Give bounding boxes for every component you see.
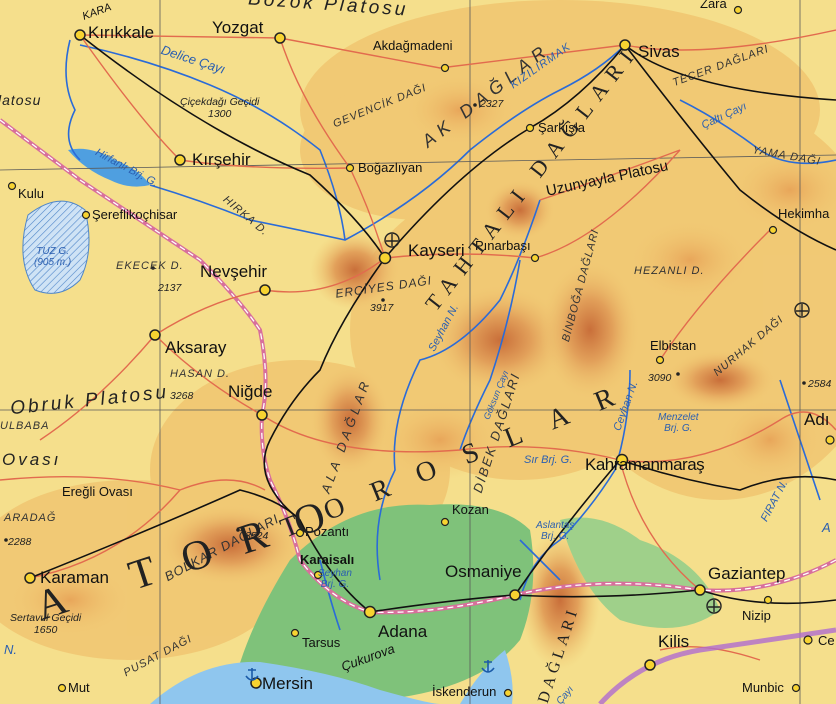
label-peak-2327: 2327	[480, 98, 504, 110]
city-iskenderun[interactable]: İskenderun	[432, 684, 497, 699]
iskenderun-gulf	[460, 650, 513, 704]
city-yozgat[interactable]: Yozgat	[212, 18, 264, 37]
city-kilis[interactable]: Kilis	[658, 632, 690, 651]
label-ekecek-height: 2137	[158, 282, 182, 294]
city-mut[interactable]: Mut	[68, 680, 90, 695]
city-kirikkale[interactable]: Kırıkkale	[88, 23, 155, 42]
lowland-east	[560, 517, 720, 628]
city-bogazliyan[interactable]: Boğazlıyan	[358, 160, 423, 175]
label-erciyes-height: 3917	[370, 302, 394, 314]
label-hasan-dag: HASAN D.	[170, 368, 230, 380]
label-hezanli-dag: HEZANLI D.	[634, 265, 705, 277]
mediterranean-sea	[150, 661, 440, 704]
rivers	[65, 39, 836, 631]
tuz-golu-lake	[22, 200, 90, 294]
city-adana[interactable]: Adana	[378, 622, 428, 641]
cukurova-lowland	[230, 504, 534, 704]
peak-markers	[4, 103, 806, 542]
city-tarsus[interactable]: Tarsus	[302, 635, 341, 650]
label-ovasi: Ovası	[2, 450, 62, 469]
city-akdagmadeni[interactable]: Akdağmadeni	[373, 38, 453, 53]
label-peak-2584: 2584	[808, 378, 832, 390]
label-a-right: A	[822, 520, 831, 535]
label-n-left: N.	[4, 642, 17, 657]
city-munbic[interactable]: Munbic	[742, 680, 784, 695]
city-zara[interactable]: Zara	[700, 0, 727, 11]
city-sereflikochisar[interactable]: Şereflikoçhisar	[92, 207, 178, 222]
city-nizip[interactable]: Nizip	[742, 608, 771, 623]
label-latosu: latosu	[0, 92, 42, 108]
city-kozan[interactable]: Kozan	[452, 502, 489, 517]
label-tuz-golu: TUZ G.(905 m.)	[34, 246, 72, 268]
city-kirsehir[interactable]: Kırşehir	[192, 150, 251, 169]
city-sarkisla[interactable]: Şarkışla	[538, 120, 585, 135]
city-aksaray[interactable]: Aksaray	[165, 338, 227, 357]
label-peak-3524: 3524	[245, 530, 269, 542]
city-karaisali[interactable]: Karaisalı	[300, 552, 355, 567]
label-peak-3090: 3090	[648, 372, 672, 384]
city-elbistan[interactable]: Elbistan	[650, 338, 697, 353]
city-mersin[interactable]: Mersin	[262, 674, 314, 693]
city-kulu[interactable]: Kulu	[18, 186, 45, 201]
city-pinarbasi[interactable]: Pınarbaşı	[475, 238, 531, 253]
city-nigde[interactable]: Niğde	[228, 382, 273, 401]
port-icons	[245, 660, 495, 681]
city-ce[interactable]: Ce	[818, 633, 835, 648]
label-aradag: ARADAĞ	[4, 512, 57, 524]
label-eregli-ovasi: Ereğli Ovası	[62, 484, 133, 499]
label-sir-brj: Sır Brj. G.	[524, 454, 573, 466]
city-pozanti[interactable]: Pozantı	[305, 524, 350, 539]
label-peak-2288: 2288	[8, 536, 32, 548]
city-hekimhan[interactable]: Hekimha	[778, 206, 830, 221]
city-kayseri[interactable]: Kayseri	[408, 241, 465, 260]
mountain-zones	[10, 75, 836, 670]
city-adiyaman[interactable]: Adı	[804, 410, 830, 429]
border	[598, 627, 836, 704]
airport-icons	[384, 232, 810, 614]
city-osmaniye[interactable]: Osmaniye	[445, 562, 522, 581]
city-gaziantep[interactable]: Gaziantep	[708, 564, 786, 583]
city-karaman[interactable]: Karaman	[40, 568, 109, 587]
city-sivas[interactable]: Sivas	[638, 42, 680, 61]
label-hasan-height: 3268	[170, 390, 194, 402]
label-ekecek-dag: EKECEK D.	[116, 260, 184, 272]
city-nevsehir[interactable]: Nevşehir	[200, 262, 268, 281]
city-kahramanmaras[interactable]: Kahramanmaraş	[585, 455, 705, 474]
label-ulbaba: ULBABA	[0, 420, 50, 432]
